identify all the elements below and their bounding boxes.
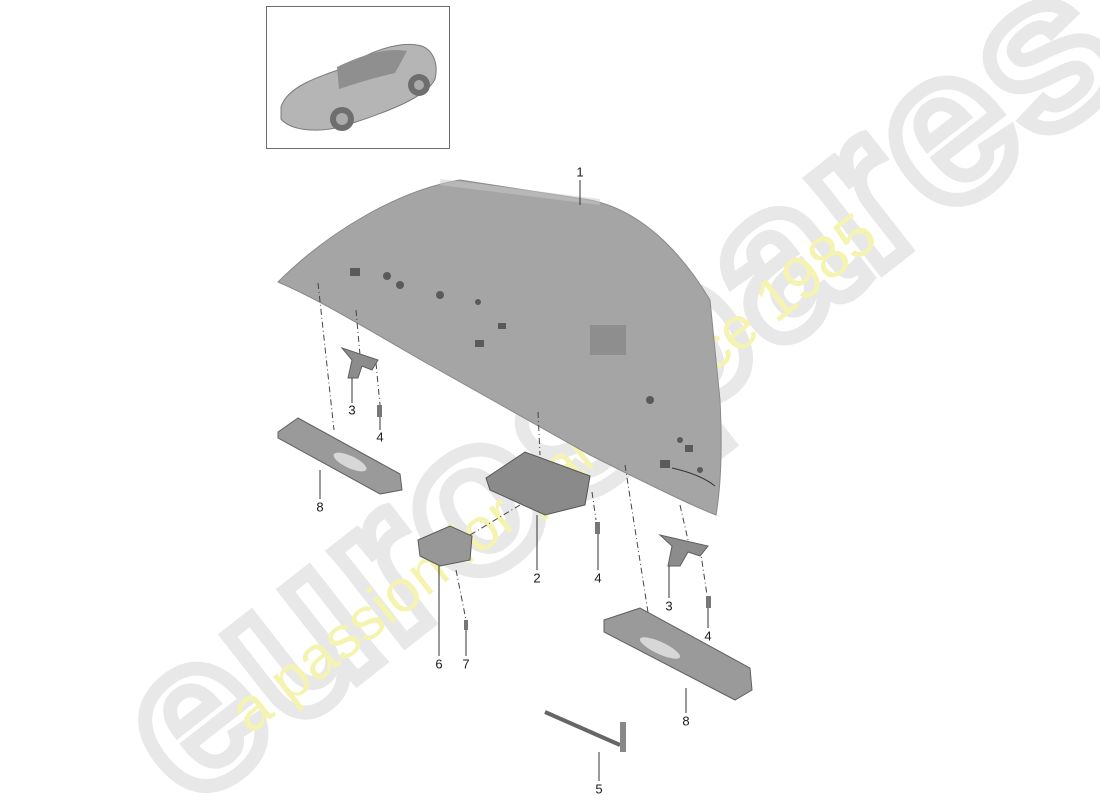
- part-5-rod: [544, 710, 621, 747]
- roof-cable: [671, 467, 716, 487]
- part-5-post: [620, 722, 626, 752]
- part-2-lock: [485, 451, 591, 516]
- assembly-lines: [317, 282, 708, 626]
- roof-panel: [277, 179, 722, 516]
- callout-3-right: 3: [665, 598, 673, 614]
- callout-6: 6: [435, 656, 443, 672]
- part-4-bolt-center: [595, 522, 600, 534]
- part-7-screw: [464, 620, 468, 630]
- part-6-handle: [417, 525, 473, 567]
- callout-4-center: 4: [594, 570, 602, 586]
- part-4-bolt-right: [706, 596, 711, 608]
- callout-2: 2: [533, 570, 541, 586]
- callout-8-left: 8: [316, 499, 324, 515]
- roof-holes: [350, 268, 703, 473]
- callout-5: 5: [595, 781, 603, 797]
- callout-4-right: 4: [704, 628, 712, 644]
- part-3-bracket-left: [340, 346, 379, 379]
- callout-7: 7: [462, 656, 470, 672]
- leader-lines: [319, 180, 709, 781]
- callout-4-left: 4: [376, 429, 384, 445]
- car-thumbnail-frame: [266, 6, 450, 149]
- part-4-bolt-left: [377, 405, 382, 417]
- callout-1: 1: [576, 164, 584, 180]
- callout-8-right: 8: [682, 713, 690, 729]
- car-thumbnail-icon: [280, 43, 437, 131]
- callout-3-left: 3: [348, 402, 356, 418]
- part-3-bracket-right: [658, 534, 709, 567]
